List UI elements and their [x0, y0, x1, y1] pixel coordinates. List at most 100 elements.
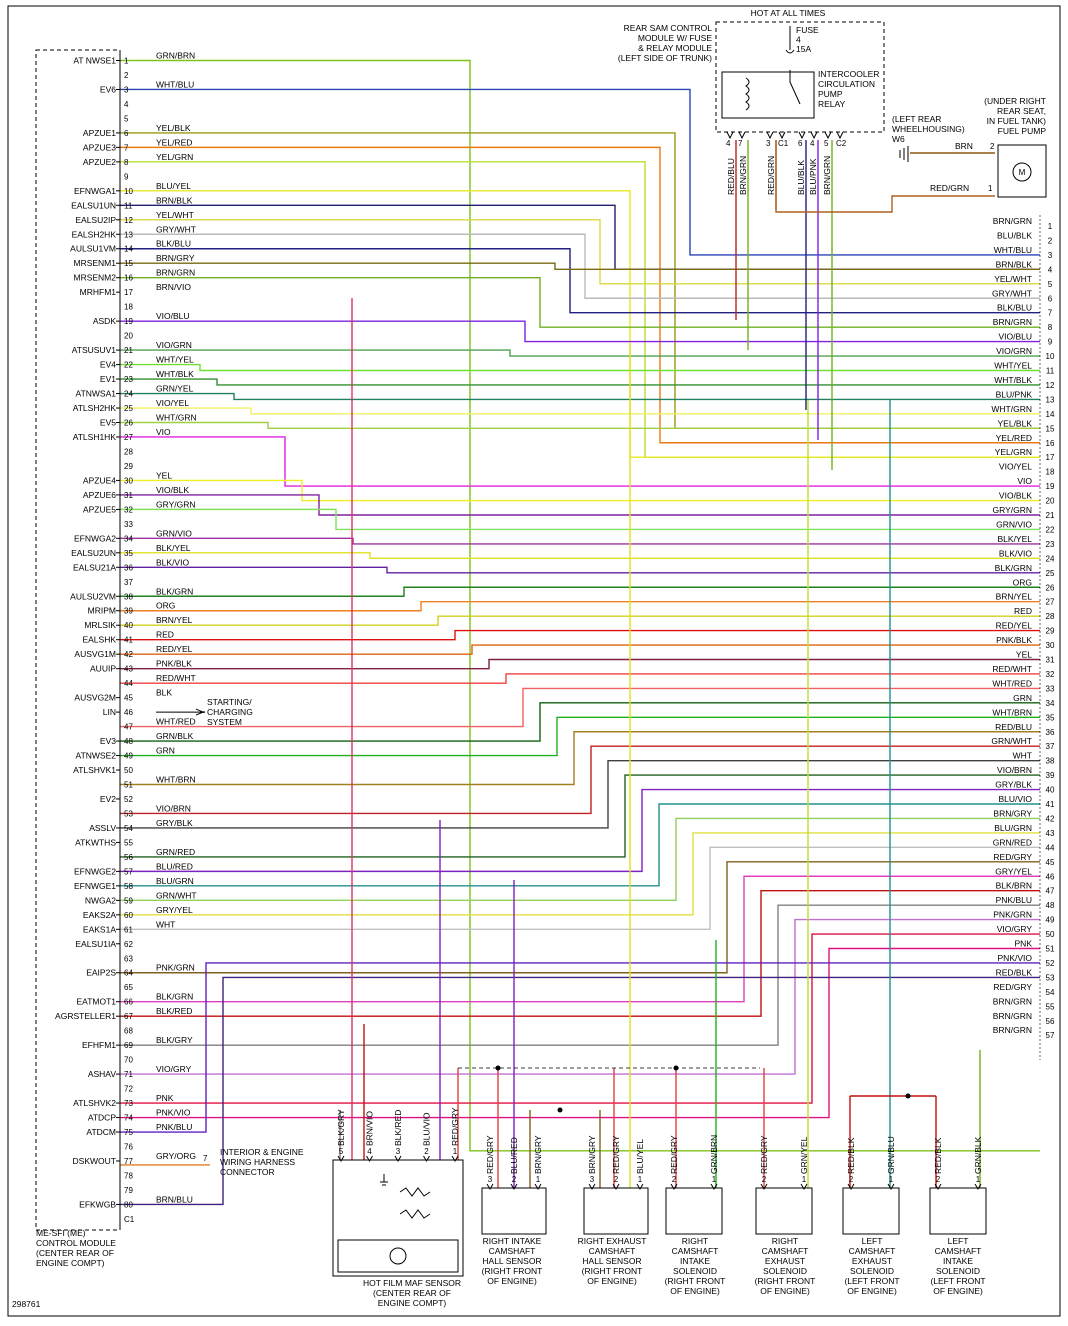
wire-code-label: GRN/VIO: [156, 528, 192, 538]
right-connector-pin: 17: [1046, 453, 1055, 462]
fuel-pump-label: FUEL PUMP: [998, 126, 1047, 136]
module-pin: 69: [124, 1041, 133, 1050]
right-connector-pin: 52: [1046, 959, 1055, 968]
component-label: HOT FILM MAF SENSOR: [363, 1278, 461, 1288]
right-wire-code-label: YEL/BLK: [998, 418, 1033, 428]
component-pin-number: 2: [424, 1147, 429, 1156]
module-terminal-label: ATLSHVK1: [73, 765, 116, 775]
maf-ground-symbol: [380, 1174, 388, 1186]
right-connector-pin: 44: [1046, 843, 1055, 852]
relay-wire-code: BLU/PNK: [808, 158, 818, 195]
module-terminal-label: NWGA2: [85, 895, 116, 905]
wire-code-label: PNK/BLU: [156, 1122, 192, 1132]
relay-wire-code: BRN/GRN: [822, 156, 832, 195]
component-wire-code: BRN/GRY: [587, 1135, 597, 1174]
component-label: SOLENOID: [673, 1266, 717, 1276]
wire-route: [120, 378, 1040, 386]
wire-code-label: BLK/VIO: [156, 557, 189, 567]
module-terminal-label: AULSU1VM: [70, 244, 116, 254]
module-pin: 25: [124, 404, 133, 413]
component-label: OF ENGINE): [670, 1286, 720, 1296]
right-connector-pin: 41: [1046, 800, 1055, 809]
module-terminal-label: MRHFM1: [80, 287, 117, 297]
component-wire-code: RED/BLK: [933, 1137, 943, 1174]
wire-route: [120, 552, 1040, 560]
right-wire-code-label: GRY/GRN: [992, 505, 1032, 515]
module-pin: 50: [124, 766, 133, 775]
right-wire-code-label: GRY/WHT: [992, 288, 1032, 298]
wire-route: [120, 759, 1040, 829]
right-connector-pin: 5: [1048, 280, 1053, 289]
right-wire-code-label: VIO/BLK: [999, 491, 1032, 501]
wire-code-label: RED/WHT: [156, 673, 196, 683]
component-pin-number: 1: [638, 1175, 643, 1184]
wire-route: [120, 363, 1040, 372]
component-label: RIGHT EXHAUST: [578, 1236, 647, 1246]
module-terminal-label: AULSU2VM: [70, 591, 116, 601]
component-label: (RIGHT FRONT: [582, 1266, 643, 1276]
right-wire-code-label: BRN/GRY: [993, 808, 1032, 818]
module-terminal-label: APZUE5: [83, 504, 116, 514]
right-wire-code-label: PNK/GRN: [993, 910, 1032, 920]
right-wire-code-label: RED/GRY: [993, 852, 1032, 862]
right-connector-pin: 47: [1046, 887, 1055, 896]
module-terminal-label: MRIPM: [88, 606, 116, 616]
component-pin-number: 1: [889, 1175, 894, 1184]
module-pin: 47: [124, 723, 133, 732]
component-label: OF ENGINE): [487, 1276, 537, 1286]
component-wire-code: BRN/VIO: [365, 1111, 375, 1146]
wire-code-label: PNK/VIO: [156, 1108, 191, 1118]
module-terminal-label: EFKWGB: [79, 1199, 116, 1209]
control-module-label: ME-SFI (ME): [36, 1228, 86, 1238]
wire-route: [120, 788, 1040, 873]
module-terminal-label: AT NWSE1: [73, 56, 116, 66]
wire-code-label: VIO/YEL: [156, 398, 189, 408]
right-wire-code-label: BRN/GRN: [993, 216, 1032, 226]
right-connector-pin: 33: [1046, 684, 1055, 693]
wire-code-label: BLK/YEL: [156, 543, 191, 553]
component-wire-code: GRN/BLK: [973, 1136, 983, 1174]
fuel-pump-feed-wire: [775, 140, 995, 213]
interior-harness-label: CONNECTOR: [220, 1167, 275, 1177]
wire-route: [120, 537, 1040, 545]
component-pin-symbol: [710, 1183, 718, 1190]
right-wire-code-label: BRN/GRN: [993, 996, 1032, 1006]
right-connector-pin: 7: [1048, 309, 1053, 318]
wire-code-label: GRN/RED: [156, 847, 195, 857]
module-pin: 14: [124, 245, 133, 254]
module-terminal-label: EV3: [100, 736, 116, 746]
module-terminal-label: EV2: [100, 794, 116, 804]
right-connector-pin: 39: [1046, 771, 1055, 780]
component-label: SOLENOID: [763, 1266, 807, 1276]
component-pin-number: 2: [512, 1175, 517, 1184]
module-pin: 45: [124, 694, 133, 703]
wire-route: [120, 976, 1040, 1206]
component-box: [755, 1187, 813, 1235]
module-pin: 71: [124, 1070, 133, 1079]
wire-code-label: BLK/BLU: [156, 239, 191, 249]
module-pin: 53: [124, 809, 133, 818]
component-label: RIGHT: [772, 1236, 798, 1246]
fuel-pump-label: IN FUEL TANK): [987, 116, 1047, 126]
module-pin: 13: [124, 230, 133, 239]
wire-route: [120, 875, 1040, 1003]
right-wire-code-label: PNK/BLU: [996, 895, 1032, 905]
wire-route: [120, 88, 1040, 256]
right-connector-pin: 10: [1046, 352, 1055, 361]
module-terminal-label: EV4: [100, 360, 116, 370]
fuse-label: 4: [796, 35, 801, 45]
right-connector-pin: 26: [1046, 583, 1055, 592]
wire-route: [120, 566, 1040, 574]
ground-label: WHEELHOUSING): [892, 124, 965, 134]
component-pin-symbol: [534, 1183, 542, 1190]
module-pin: 19: [124, 317, 133, 326]
right-wire-code-label: RED/GRY: [993, 982, 1032, 992]
wire-code-label: VIO/GRN: [156, 340, 192, 350]
wire-code-label: WHT/BLU: [156, 79, 194, 89]
fuse-symbol: [785, 26, 795, 54]
wire-code-label: YEL/BLK: [156, 123, 191, 133]
wire-route: [120, 262, 1040, 271]
wire-code-label: GRY/YEL: [156, 905, 193, 915]
wire-route: [120, 947, 1040, 1119]
